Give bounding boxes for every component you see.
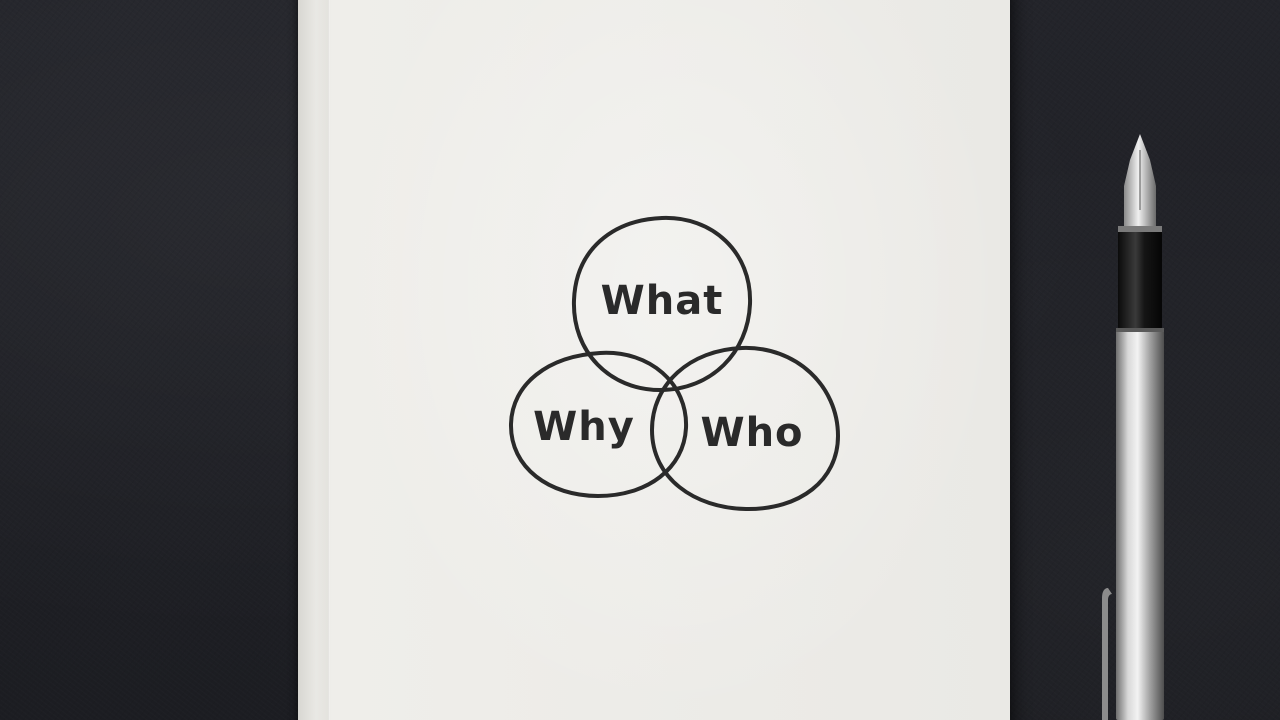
pen-clip: [1102, 588, 1112, 720]
venn-label-what: What: [601, 278, 724, 324]
notebook-cover-sheen: [330, 0, 1010, 720]
pen-grip: [1118, 226, 1162, 330]
venn-circle-who: [649, 345, 841, 512]
venn-circle-why: [508, 350, 689, 499]
white-notebook: [298, 0, 1010, 720]
venn-circle-what: [571, 215, 753, 393]
venn-label-why: Why: [533, 404, 635, 450]
notebook-spine: [298, 0, 328, 720]
venn-label-who: Who: [700, 410, 803, 456]
fountain-pen: [1102, 134, 1164, 720]
notebook-spine-edge: [328, 0, 330, 720]
pen-barrel: [1116, 328, 1164, 720]
